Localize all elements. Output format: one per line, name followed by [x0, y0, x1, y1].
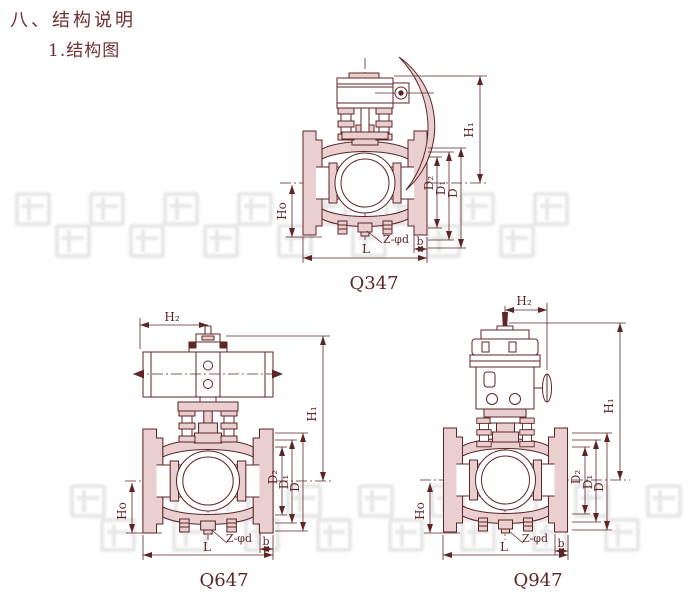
watermark-glyph: [316, 518, 352, 552]
watermark-glyph: [70, 484, 106, 518]
dim-label-d2: D₂: [422, 176, 436, 191]
dim-label-bolt: Z-φd: [522, 532, 548, 545]
handwheel-icon: [398, 56, 436, 191]
dim-label-d1: D₁: [581, 475, 595, 489]
watermark-glyph: [100, 518, 136, 552]
watermark-glyph: [277, 224, 313, 258]
watermark-glyph: [604, 518, 640, 552]
dim-label-d2: D₂: [266, 470, 280, 485]
dim-label-b: b: [262, 535, 269, 548]
dim-label-bolt: Z-φd: [383, 233, 409, 246]
watermark-glyph: [533, 192, 569, 226]
drawing-q647: H₂ H₁ D₂ D₁ D Ho L Z: [115, 310, 332, 591]
watermark-glyph: [358, 484, 394, 518]
dim-label-b: b: [557, 537, 564, 550]
dim-label-d: D: [446, 188, 460, 198]
pneumatic-actuator: [133, 325, 283, 443]
watermark-glyph: [15, 192, 51, 226]
dim-label-h1: H₁: [462, 122, 476, 137]
watermark-glyph: [646, 484, 682, 518]
dim-label-d: D: [592, 482, 606, 492]
dimensions-q947: H₂ H₁ D₂ D₁ D Ho L Z: [413, 294, 626, 560]
valve-body: [142, 408, 274, 535]
dim-label-d1: D₁: [277, 475, 291, 489]
watermark-glyph: [388, 518, 424, 552]
dim-label-h1: H₁: [602, 398, 616, 413]
dim-label-d1: D₁: [434, 181, 448, 195]
dim-label-l: L: [203, 540, 211, 554]
drawing-q347: H₁ D₂ D₁ D Ho L Z-φd: [275, 56, 488, 294]
dimensions-q647: H₂ H₁ D₂ D₁ D Ho L Z: [115, 310, 330, 560]
dim-label-h1: H₁: [305, 406, 319, 421]
dim-label-d: D: [288, 482, 302, 492]
axis-arrow-icon: [133, 369, 144, 379]
caption-q647: Q647: [199, 570, 248, 591]
gear-operator: [336, 56, 436, 191]
watermark-glyph: [237, 192, 273, 226]
dim-label-h2: H₂: [164, 310, 179, 324]
dim-label-l: L: [362, 242, 370, 256]
dim-label-b: b: [416, 235, 423, 248]
watermark-glyph: [499, 224, 535, 258]
dimensions-q347: H₁ D₂ D₁ D Ho L Z-φd: [275, 75, 487, 263]
drawing-q947: H₂ H₁ D₂ D₁ D Ho L Z: [413, 294, 630, 591]
dim-label-h2: H₂: [516, 294, 531, 308]
dim-label-bolt: Z-φd: [226, 532, 252, 545]
caption-q347: Q347: [349, 273, 398, 294]
watermark-glyph: [89, 192, 125, 226]
valve-body: [443, 407, 568, 534]
dim-label-h0: Ho: [115, 502, 129, 520]
axis-arrow-icon: [272, 369, 283, 379]
dim-label-l: L: [500, 540, 508, 554]
subsection-heading: 1.结构图: [48, 41, 121, 61]
watermark-glyph: [55, 224, 91, 258]
watermark-glyph: [163, 192, 199, 226]
watermark-glyph: [129, 224, 165, 258]
dim-label-h0: Ho: [413, 502, 427, 520]
electric-actuator: [469, 306, 552, 448]
watermark-glyph: [203, 224, 239, 258]
caption-q947: Q947: [513, 570, 562, 591]
dim-label-h0: Ho: [275, 202, 289, 220]
dim-label-d2: D₂: [569, 470, 583, 485]
section-heading: 八、结构说明: [10, 10, 136, 31]
